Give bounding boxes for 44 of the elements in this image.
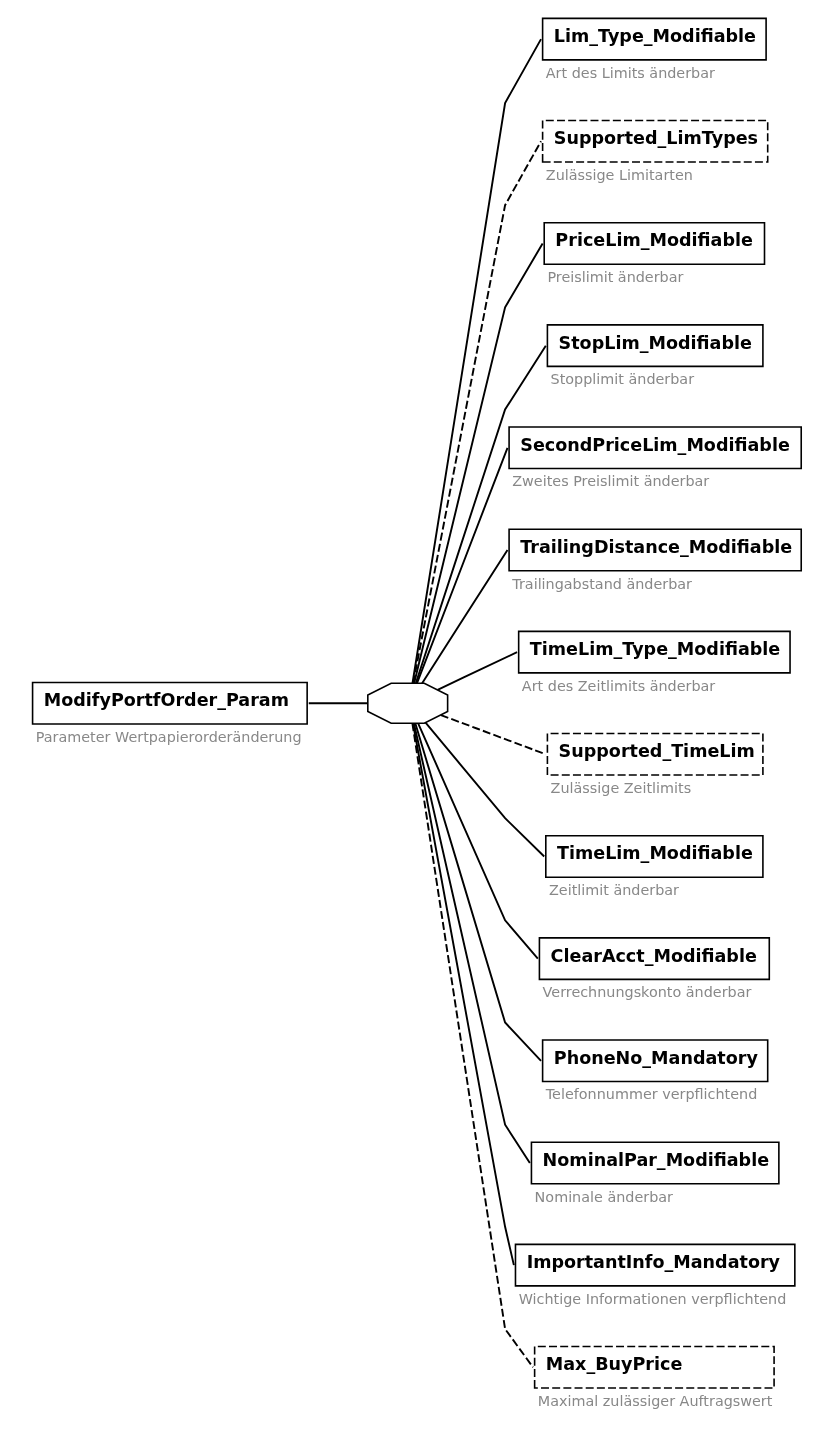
node-label: Parameter Wertpapierorderänderung	[35, 728, 302, 745]
node-box: ImportantInfo_Mandatory	[514, 1243, 796, 1287]
node-label: Verrechnungskonto änderbar	[542, 984, 752, 1001]
node-box: ClearAcct_Modifiable	[538, 937, 771, 981]
node-box: TimeLim_Type_Modifiable	[517, 630, 791, 674]
node-box: ModifyPortfOrder_Param	[31, 681, 308, 725]
connector	[424, 721, 546, 858]
node-label: Zulässige Limitarten	[545, 166, 693, 183]
connector	[411, 38, 542, 685]
node-label: Trailingabstand änderbar	[512, 575, 693, 592]
node-box: Supported_LimTypes	[541, 119, 769, 163]
connector	[421, 549, 509, 685]
node-label: Wichtige Informationen verpflichtend	[518, 1290, 787, 1307]
node-box: PhoneNo_Mandatory	[541, 1039, 769, 1083]
node-octagon	[367, 682, 449, 724]
node-box: StopLim_Modifiable	[546, 324, 764, 368]
connector	[412, 140, 542, 685]
node-label: Nominale änderbar	[534, 1188, 673, 1205]
connector	[414, 344, 547, 684]
node-box: Lim_Type_Modifiable	[541, 17, 767, 61]
connector	[414, 722, 542, 1062]
node-label: Zulässige Zeitlimits	[550, 779, 692, 796]
node-label: Art des Zeitlimits änderbar	[521, 677, 716, 694]
node-label: Art des Limits änderbar	[545, 64, 715, 81]
node-label: Zeitlimit änderbar	[549, 882, 680, 899]
node-box: Supported_TimeLim	[546, 732, 764, 776]
connector	[416, 446, 509, 685]
node-box: TimeLim_Modifiable	[545, 834, 764, 879]
connector	[413, 242, 544, 684]
connector	[417, 722, 539, 960]
node-box: TrailingDistance_Modifiable	[508, 528, 802, 572]
node-box: Max_BuyPrice	[533, 1345, 775, 1389]
node-label: Maximal zulässiger Auftragswert	[537, 1392, 773, 1409]
node-label: Preislimit änderbar	[547, 269, 684, 286]
node-box: NominalPar_Modifiable	[530, 1141, 780, 1185]
connector	[307, 702, 369, 705]
connector	[411, 722, 534, 1369]
connector	[412, 722, 531, 1164]
node-label: Zweites Preislimit änderbar	[512, 473, 710, 490]
node-box: PriceLim_Modifiable	[543, 221, 766, 266]
connector	[436, 651, 519, 691]
node-box: SecondPriceLim_Modifiable	[508, 426, 802, 470]
node-label: Telefonnummer verpflichtend	[545, 1086, 758, 1103]
node-label: Stopplimit änderbar	[550, 371, 695, 388]
